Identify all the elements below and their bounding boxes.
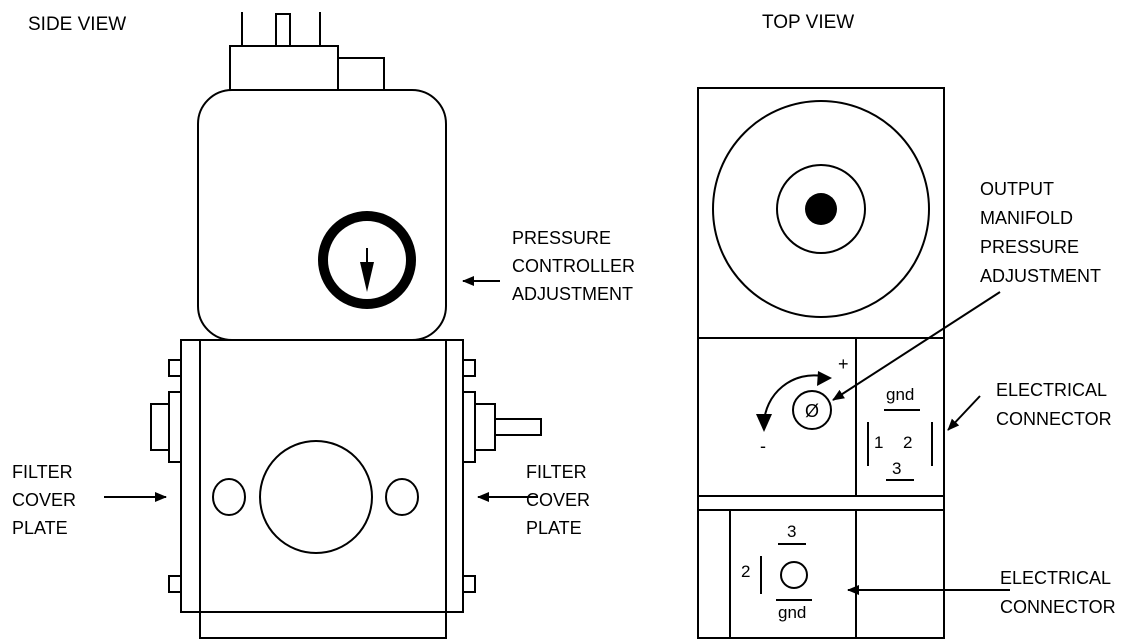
pressure-controller-label-line1: PRESSURE bbox=[512, 228, 611, 248]
output-manifold-label-line2: MANIFOLD bbox=[980, 208, 1073, 228]
electrical-connector-2-label-line1: ELECTRICAL bbox=[1000, 568, 1111, 588]
filter-base bbox=[199, 611, 447, 639]
output-manifold-arrow bbox=[832, 291, 1001, 401]
side-view: PRESSURE CONTROLLER ADJUSTMENT FILTER CO… bbox=[12, 12, 635, 639]
rotation-arc bbox=[763, 374, 823, 424]
connector-2-gnd: gnd bbox=[778, 603, 806, 622]
filter-main-port bbox=[259, 440, 373, 554]
adjuster-screw-icon bbox=[792, 390, 832, 430]
electrical-connector-1-label-line2: CONNECTOR bbox=[996, 409, 1112, 429]
manifold-adjuster: Ø + - bbox=[756, 354, 849, 456]
right-fitting bbox=[462, 391, 542, 463]
dial-pointer-icon bbox=[360, 262, 374, 292]
side-bolts bbox=[168, 359, 476, 593]
connector-1-pin3: 3 bbox=[892, 459, 901, 478]
filter-right-label-line1: FILTER bbox=[526, 462, 587, 482]
electrical-connector-1-label-line1: ELECTRICAL bbox=[996, 380, 1107, 400]
plug-pins bbox=[241, 12, 321, 47]
output-manifold-label-line3: PRESSURE bbox=[980, 237, 1079, 257]
adjuster-minus: - bbox=[760, 436, 766, 456]
filter-right-label-line2: COVER bbox=[526, 490, 590, 510]
plug-tab bbox=[337, 57, 385, 93]
plug-block bbox=[229, 45, 339, 93]
rotation-arrow-down-icon bbox=[756, 414, 772, 432]
electrical-connector-1-arrow bbox=[947, 395, 981, 431]
output-manifold-label-line1: OUTPUT bbox=[980, 179, 1054, 199]
manifold-top bbox=[712, 100, 930, 318]
adjuster-plus: + bbox=[838, 354, 849, 374]
controller-housing bbox=[197, 89, 447, 341]
connector-2-socket-icon bbox=[780, 561, 808, 589]
connector-2-pin2: 2 bbox=[741, 562, 750, 581]
electrical-connector-2: 3 2 gnd bbox=[741, 522, 812, 622]
connector-1-pin2: 2 bbox=[903, 433, 912, 452]
top-view-outline bbox=[697, 87, 945, 639]
filter-left-label-line2: COVER bbox=[12, 490, 76, 510]
rotation-arrow-icon bbox=[817, 371, 832, 386]
filter-left-port bbox=[212, 478, 246, 516]
pressure-controller-label-line3: ADJUSTMENT bbox=[512, 284, 633, 304]
output-manifold-label-line4: ADJUSTMENT bbox=[980, 266, 1101, 286]
connector-1-gnd: gnd bbox=[886, 385, 914, 404]
top-view: Ø + - gnd 1 2 3 3 2 gnd bbox=[697, 87, 1116, 639]
top-view-title: TOP VIEW bbox=[762, 12, 854, 33]
electrical-connector-1: gnd 1 2 3 bbox=[867, 385, 933, 481]
pressure-controller-label-line2: CONTROLLER bbox=[512, 256, 635, 276]
filter-right-port bbox=[385, 478, 419, 516]
adjuster-symbol: Ø bbox=[805, 401, 819, 421]
connector-2-pin3: 3 bbox=[787, 522, 796, 541]
connector-1-pin1: 1 bbox=[874, 433, 883, 452]
filter-left-label-line1: FILTER bbox=[12, 462, 73, 482]
filter-right-label-line3: PLATE bbox=[526, 518, 582, 538]
pressure-dial bbox=[318, 211, 416, 309]
filter-left-label-line3: PLATE bbox=[12, 518, 68, 538]
electrical-connector-2-label-line2: CONNECTOR bbox=[1000, 597, 1116, 617]
left-fitting bbox=[150, 391, 182, 463]
side-view-title: SIDE VIEW bbox=[28, 14, 126, 35]
